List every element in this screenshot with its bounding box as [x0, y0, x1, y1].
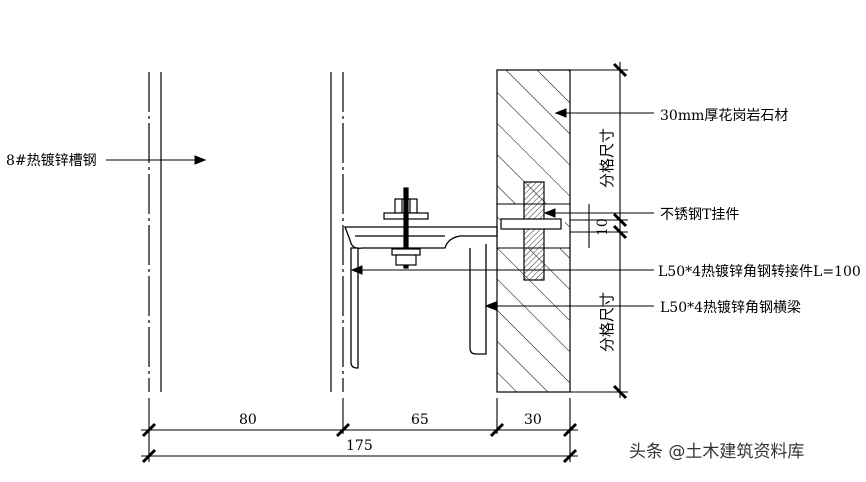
vertical-dimension [570, 62, 628, 400]
dimension-10: 10 [595, 218, 611, 236]
dimension-joint-upper: 分格尺寸 [598, 128, 616, 188]
horizontal-dimensions [141, 398, 578, 464]
watermark: 头条 @土木建筑资料库 [629, 442, 804, 462]
dimension-65: 65 [411, 412, 429, 428]
bolt-assembly [383, 187, 429, 269]
label-t-hanger: 不锈钢T挂件 [660, 207, 739, 223]
dimension-30: 30 [524, 412, 542, 428]
dimension-80: 80 [239, 412, 257, 428]
label-granite: 30mm厚花岗岩石材 [660, 108, 788, 124]
label-angle-beam: L50*4热镀锌角钢横梁 [660, 299, 801, 316]
label-channel-steel: 8#热镀锌槽钢 [6, 152, 97, 169]
angle-beam [350, 244, 487, 369]
channel-steel-section [148, 72, 344, 392]
leader-lines [106, 108, 654, 311]
dimension-175: 175 [346, 438, 373, 454]
t-hanger [500, 181, 562, 281]
angle-connector [344, 226, 498, 249]
label-angle-connector: L50*4热镀锌角钢转接件L=100 [658, 263, 861, 280]
dimension-joint-lower: 分格尺寸 [598, 292, 616, 352]
